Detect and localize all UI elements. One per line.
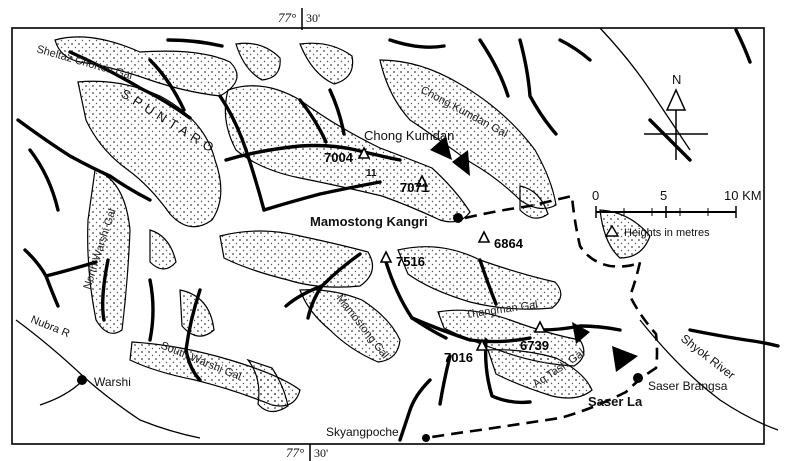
saser-la-label: Saser La bbox=[588, 394, 643, 409]
scale-end: 10 KM bbox=[724, 188, 762, 203]
warshi-label: Warshi bbox=[94, 375, 131, 389]
rivers-ridges bbox=[16, 28, 780, 442]
peak-height-7016: 7016 bbox=[444, 350, 473, 365]
longitude-bottom: 77° 30' bbox=[286, 444, 328, 461]
longitude-bottom-min: 30' bbox=[314, 446, 328, 460]
map-frame bbox=[11, 27, 765, 445]
north-arrow: N bbox=[644, 72, 708, 160]
nubra-river-label: Nubra R bbox=[29, 314, 72, 340]
peak-height-6739: 6739 bbox=[520, 338, 549, 353]
thin-rivers bbox=[15, 27, 779, 439]
skyangpoche-label: Skyangpoche bbox=[326, 425, 399, 439]
scale-mid: 5 bbox=[660, 188, 667, 203]
longitude-top: 77° 30' bbox=[278, 8, 320, 30]
scale-start: 0 bbox=[592, 188, 599, 203]
peak-height-6864: 6864 bbox=[494, 236, 524, 251]
saser-brangsa-label: Saser Brangsa bbox=[648, 379, 728, 393]
snout-arrows bbox=[430, 136, 638, 372]
glacier-areas bbox=[54, 36, 651, 413]
peak-height-7071: 7071 bbox=[400, 180, 429, 195]
settlements bbox=[77, 213, 643, 442]
peak-markers bbox=[357, 146, 547, 351]
longitude-top-min: 30' bbox=[306, 11, 320, 25]
shyok-river-label: Shyok River bbox=[678, 331, 738, 382]
heights-legend-text: Heights in metres bbox=[624, 227, 710, 239]
peak-height-7516: 7516 bbox=[396, 254, 425, 269]
scale-bar: 0 5 10 KM bbox=[592, 188, 762, 218]
north-label: N bbox=[672, 72, 681, 87]
longitude-bottom-deg: 77° bbox=[286, 445, 304, 460]
peak-height-7004: 7004 bbox=[324, 150, 354, 165]
longitude-top-deg: 77° bbox=[278, 10, 296, 25]
label-chong: Chong Kumdan bbox=[364, 128, 454, 143]
mamostong-label: Mamostong Kangri bbox=[310, 214, 428, 229]
chong-kumdan-label: Chong Kumdan bbox=[364, 128, 454, 143]
peak-11-label: 11 bbox=[366, 168, 377, 179]
heights-legend: Heights in metres bbox=[604, 224, 710, 239]
